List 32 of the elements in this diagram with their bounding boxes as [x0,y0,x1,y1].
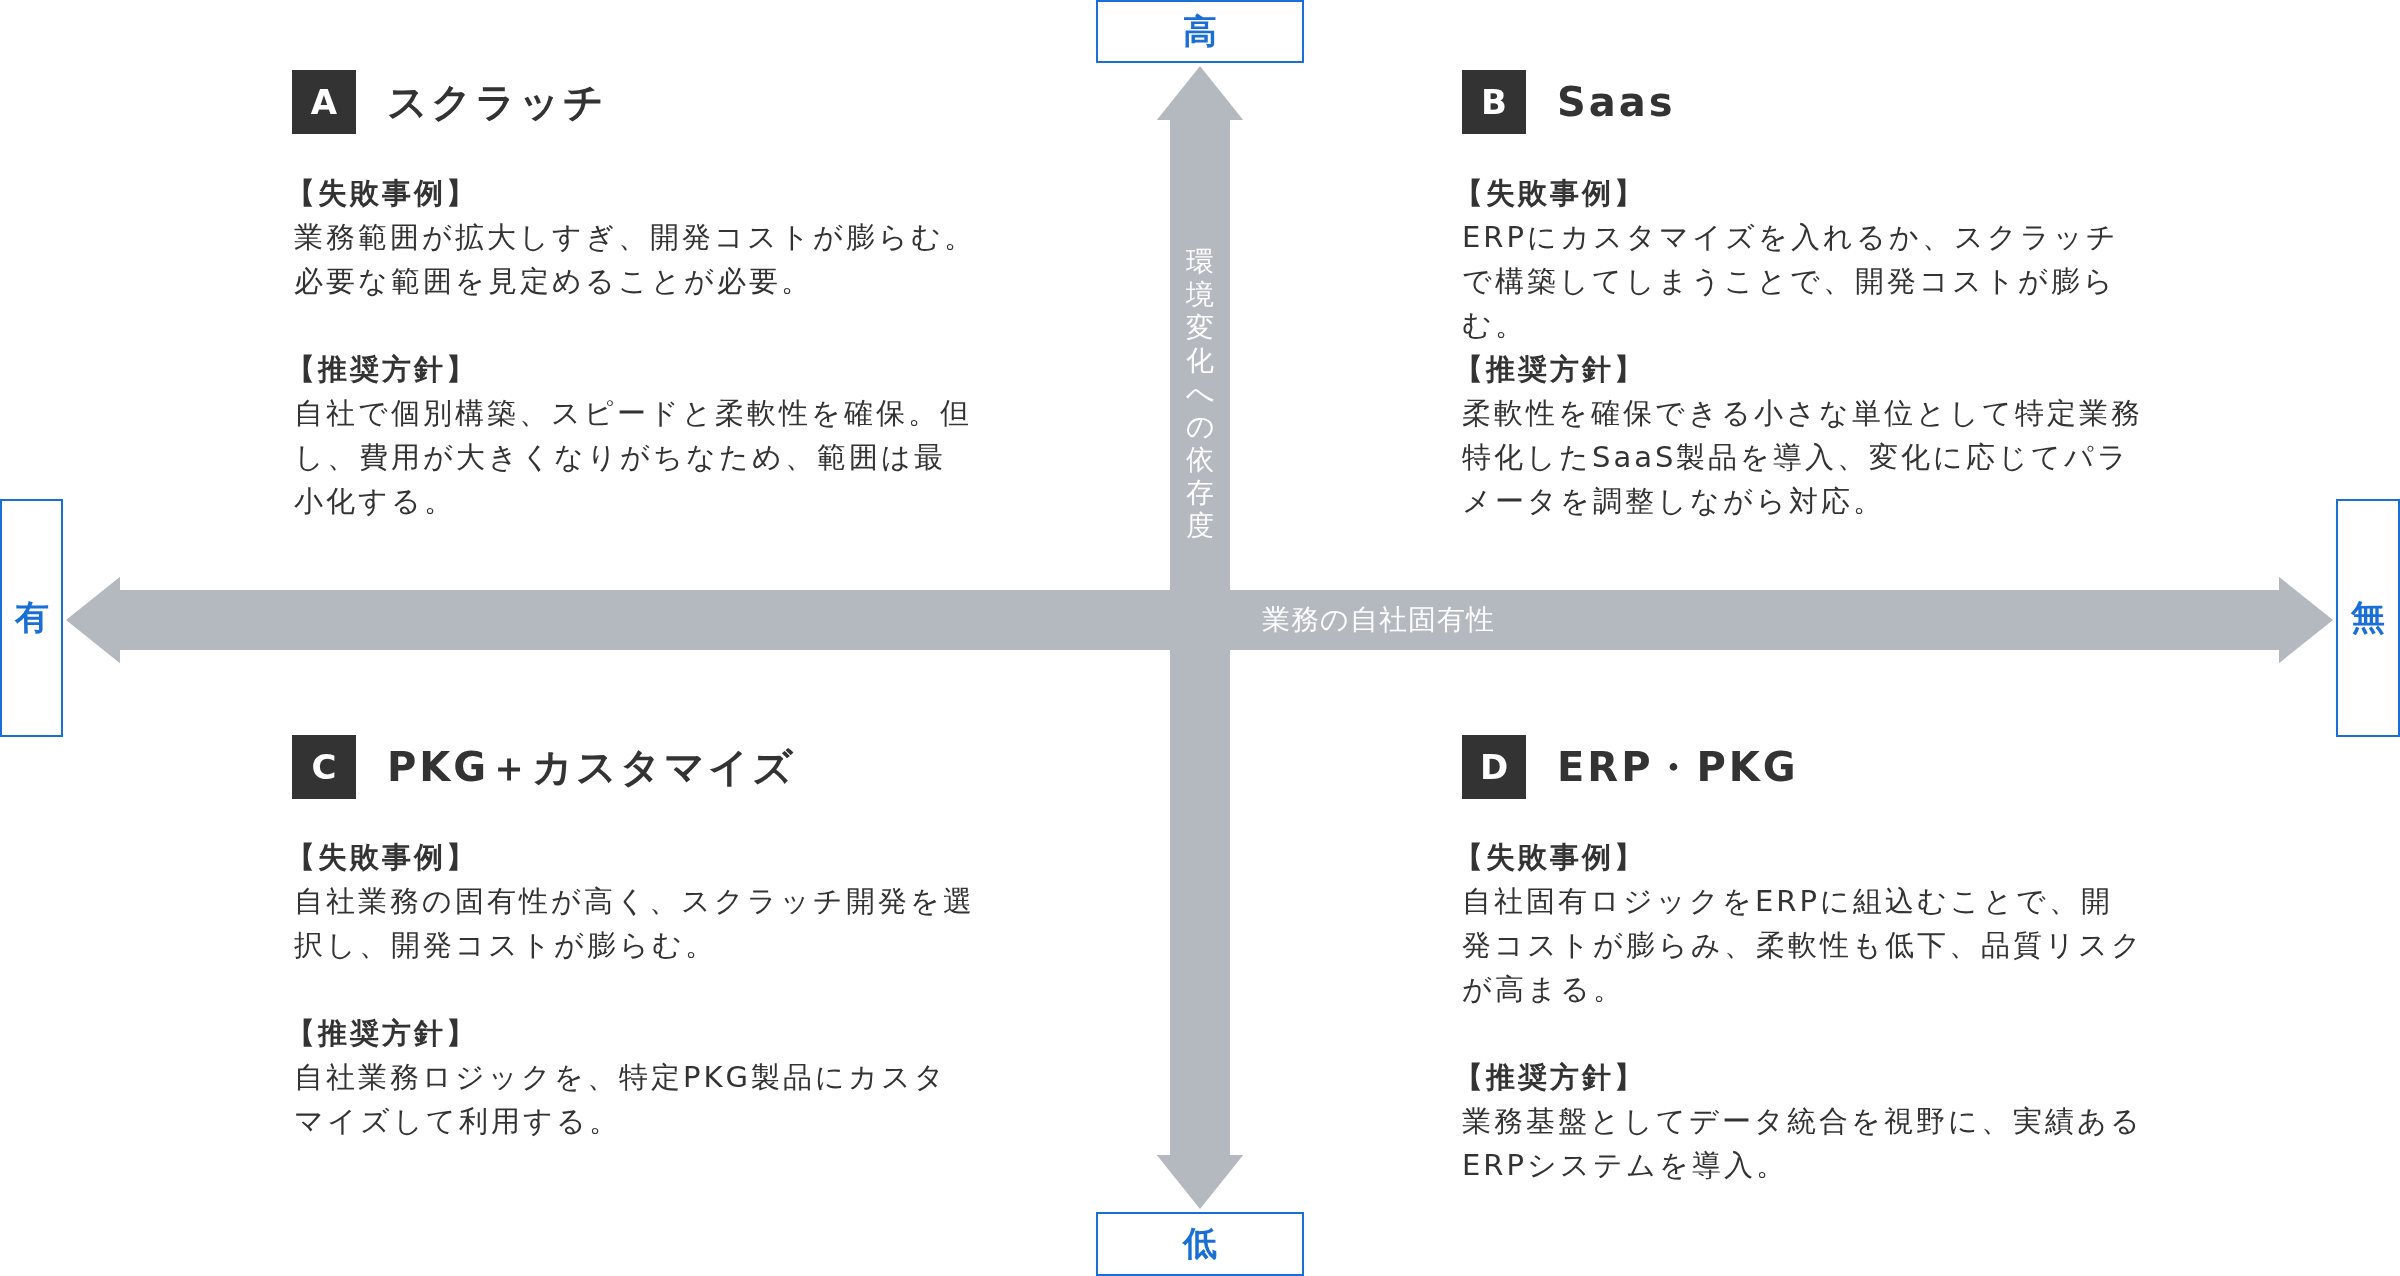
description-text: 自社で個別構築、スピードと柔軟性を確保。但し、費用が大きくなりがちなため、範囲は最小化する。 [294,395,973,520]
section-heading: 【失敗事例】 [1454,839,1646,876]
section-heading: 【失敗事例】 [286,175,478,212]
letter-badge: B [1462,70,1526,134]
description-text: 柔軟性を確保できる小さな単位として特定業務特化したSaaS製品を導入、変化に応じてパラメータを調整しながら対応。 [1462,395,2144,520]
letter-badge: A [292,70,356,134]
axis-label: 環境変化への依存度 [1185,245,1215,542]
axis-end-box: 高 [1096,0,1304,63]
axis-end-box: 有 [0,499,63,737]
section-heading: 【推奨方針】 [286,351,478,388]
axis-label: 業務の自社固有性 [1262,602,1495,638]
axis-end-box: 低 [1096,1212,1304,1276]
description-text: 自社業務の固有性が高く、スクラッチ開発を選択し、開発コストが膨らむ。 [294,883,976,964]
description-text: 業務範囲が拡大しすぎ、開発コストが膨らむ。必要な範囲を見定めることが必要。 [294,219,976,300]
section-heading: 【推奨方針】 [1454,1059,1646,1096]
description-text: 業務基盤としてデータ統合を視野に、実績あるERPシステムを導入。 [1462,1103,2144,1184]
quadrant-title: PKG＋カスタマイズ [387,743,797,792]
description-text: ERPにカスタマイズを入れるか、スクラッチで構築してしまうことで、開発コストが膨らむ。 [1462,219,2120,344]
letter-badge: C [292,735,356,799]
double-arrow [66,576,2333,664]
quadrant-title: スクラッチ [387,78,607,127]
description-text: 自社固有ロジックをERPに組込むことで、開発コストが膨らみ、柔軟性も低下、品質リスクが高まる。 [1462,883,2144,1008]
letter-badge: D [1462,735,1526,799]
axis-end-box: 無 [2336,499,2400,737]
description-text: 自社業務ロジックを、特定PKG製品にカスタマイズして利用する。 [294,1059,948,1140]
section-heading: 【推奨方針】 [286,1015,478,1052]
section-heading: 【失敗事例】 [1454,175,1646,212]
quadrant-title: Saas [1557,78,1676,127]
quadrant-title: ERP・PKG [1557,743,1799,792]
section-heading: 【失敗事例】 [286,839,478,876]
double-arrow [1156,66,1244,1209]
section-heading: 【推奨方針】 [1454,351,1646,388]
